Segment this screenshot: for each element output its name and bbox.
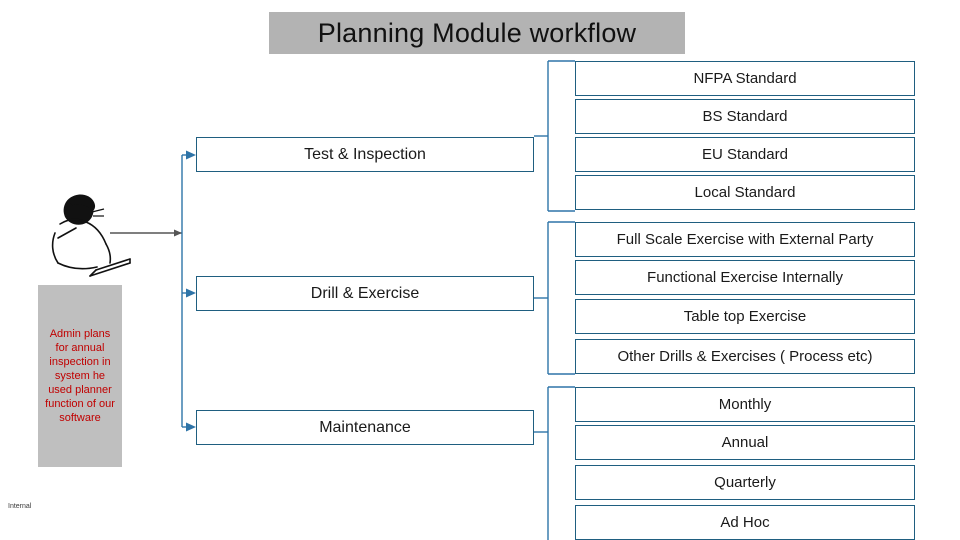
person-at-desk-icon	[51, 194, 131, 277]
admin-note-text: Admin plans for annual inspection in sys…	[45, 328, 115, 424]
node-other-drills-exercises[interactable]: Other Drills & Exercises ( Process etc)	[575, 339, 915, 374]
page-title: Planning Module workflow	[269, 12, 685, 54]
node-test-and-inspection[interactable]: Test & Inspection	[196, 137, 534, 172]
node-label: Maintenance	[319, 418, 411, 436]
node-drill-and-exercise[interactable]: Drill & Exercise	[196, 276, 534, 311]
node-label: Ad Hoc	[720, 514, 770, 531]
node-quarterly[interactable]: Quarterly	[575, 465, 915, 500]
node-label: Test & Inspection	[304, 145, 426, 163]
node-label: Annual	[721, 434, 769, 451]
node-label: Full Scale Exercise with External Party	[616, 231, 874, 248]
node-label: Local Standard	[694, 184, 796, 201]
node-full-scale-exercise[interactable]: Full Scale Exercise with External Party	[575, 222, 915, 257]
node-eu-standard[interactable]: EU Standard	[575, 137, 915, 172]
page-title-text: Planning Module workflow	[317, 17, 637, 48]
admin-note-box: Admin plans for annual inspection in sys…	[38, 285, 122, 467]
node-annual[interactable]: Annual	[575, 425, 915, 460]
node-label: BS Standard	[702, 108, 788, 125]
node-bs-standard[interactable]: BS Standard	[575, 99, 915, 134]
node-monthly[interactable]: Monthly	[575, 387, 915, 422]
node-label: EU Standard	[702, 146, 788, 163]
node-label: Functional Exercise Internally	[647, 269, 843, 286]
node-ad-hoc[interactable]: Ad Hoc	[575, 505, 915, 540]
node-maintenance[interactable]: Maintenance	[196, 410, 534, 445]
internal-label: Internal	[8, 503, 32, 510]
node-label: Table top Exercise	[683, 308, 807, 325]
node-functional-exercise[interactable]: Functional Exercise Internally	[575, 260, 915, 295]
node-nfpa-standard[interactable]: NFPA Standard	[575, 61, 915, 96]
node-label: Monthly	[718, 396, 772, 413]
node-local-standard[interactable]: Local Standard	[575, 175, 915, 210]
node-label: NFPA Standard	[693, 70, 797, 87]
node-table-top-exercise[interactable]: Table top Exercise	[575, 299, 915, 334]
node-label: Quarterly	[714, 474, 776, 491]
node-label: Other Drills & Exercises ( Process etc)	[617, 348, 873, 365]
node-label: Drill & Exercise	[310, 284, 420, 302]
